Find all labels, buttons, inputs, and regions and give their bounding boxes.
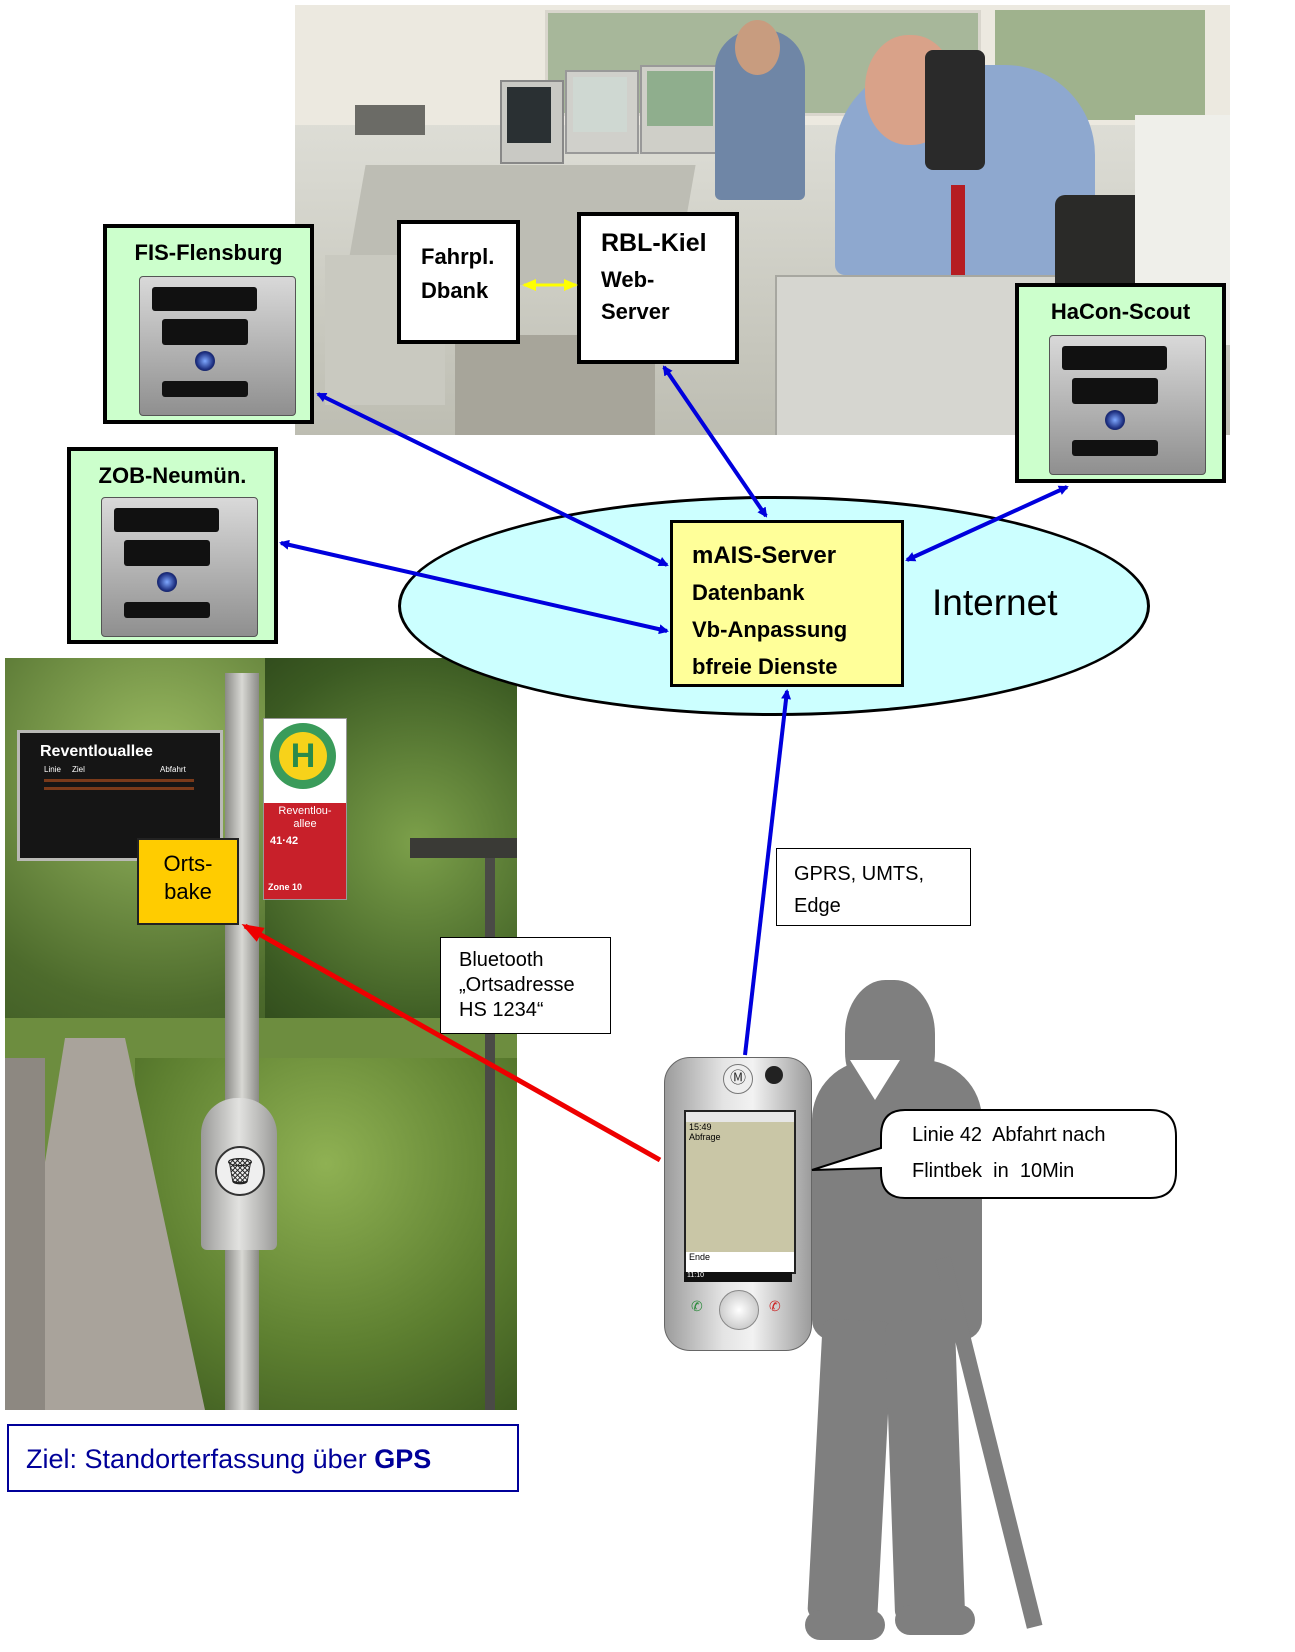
display-col-linie: Linie bbox=[44, 765, 61, 774]
departure-display: Reventlouallee Linie Ziel Abfahrt bbox=[17, 730, 223, 861]
call-icon[interactable]: ✆ bbox=[691, 1298, 703, 1314]
mais-line3: Vb-Anpassung bbox=[692, 617, 848, 642]
fahrplan-line2: Dbank bbox=[421, 278, 489, 303]
mais-line1: mAIS-Server bbox=[692, 542, 837, 569]
phone-dpad[interactable] bbox=[719, 1290, 759, 1330]
rbl-kiel-box: RBL-Kiel Web- Server bbox=[577, 212, 739, 364]
arrow-phone-ortsbake bbox=[241, 923, 662, 1163]
display-title: Reventlouallee bbox=[40, 743, 153, 760]
display-col-abfahrt: Abfahrt bbox=[160, 765, 186, 774]
bus-stop-sign: H Reventlou- allee 41·42 Zone 10 bbox=[263, 718, 347, 900]
stop-name-1: Reventlou- bbox=[278, 805, 332, 817]
fahrplan-db-box: Fahrpl. Dbank bbox=[397, 220, 520, 344]
mais-server-box: mAIS-Server Datenbank Vb-Anpassung bfrei… bbox=[670, 520, 904, 687]
arrow-hacon-mais bbox=[905, 485, 1069, 562]
goal-emphasis: GPS bbox=[374, 1444, 432, 1474]
server-zob-neumuenster: ZOB-Neumün. bbox=[67, 447, 278, 644]
mobile-phone: Ⓜ 15:49 Abfrage Ende 11:10 ✆ ✆ bbox=[664, 1057, 812, 1351]
bluetooth-line1: Bluetooth bbox=[459, 949, 544, 971]
phone-menu-item[interactable]: Abfrage bbox=[689, 1132, 721, 1142]
rbl-title: RBL-Kiel bbox=[601, 229, 707, 257]
arrow-flensburg-mais bbox=[316, 392, 669, 567]
bus-stop-photo: Reventlouallee Linie Ziel Abfahrt H Reve… bbox=[5, 658, 517, 1410]
server-fis-flensburg: FIS-Flensburg bbox=[103, 224, 314, 424]
ortsbake-line2: bake bbox=[164, 879, 212, 904]
stop-lines: 41·42 bbox=[270, 835, 299, 847]
bluetooth-line3: HS 1234“ bbox=[459, 999, 544, 1021]
phone-screen: 15:49 Abfrage Ende bbox=[684, 1110, 796, 1274]
internet-label: Internet bbox=[932, 582, 1058, 623]
rbl-line2: Server bbox=[601, 299, 670, 324]
bluetooth-label: Bluetooth „Ortsadresse HS 1234“ bbox=[440, 937, 611, 1034]
mais-line4: bfreie Dienste bbox=[692, 654, 838, 679]
phone-status-time: 11:10 bbox=[687, 1272, 704, 1279]
server-label-flensburg: FIS-Flensburg bbox=[134, 240, 283, 265]
server-label-hacon: HaCon-Scout bbox=[1050, 299, 1191, 324]
speech-line1: Linie 42 Abfahrt nach bbox=[912, 1124, 1106, 1146]
server-icon bbox=[1049, 335, 1206, 475]
trash-bin: 🗑 bbox=[201, 1098, 277, 1250]
camera-icon bbox=[765, 1066, 783, 1084]
arrow-neumuenster-mais bbox=[279, 539, 669, 635]
arrow-rbl-mais bbox=[662, 365, 768, 518]
fahrplan-line1: Fahrpl. bbox=[421, 244, 495, 269]
stop-zone: Zone 10 bbox=[268, 882, 303, 892]
hangup-icon[interactable]: ✆ bbox=[769, 1298, 781, 1314]
goal-prefix: Ziel: Standorterfassung über bbox=[26, 1444, 375, 1474]
display-col-ziel: Ziel bbox=[72, 765, 85, 774]
speech-line2: Flintbek in 10Min bbox=[912, 1160, 1075, 1182]
arrow-phone-mais bbox=[743, 689, 792, 1056]
server-icon bbox=[139, 276, 296, 416]
server-hacon-scout: HaCon-Scout bbox=[1015, 283, 1226, 483]
server-icon bbox=[101, 497, 258, 637]
gprs-label: GPRS, UMTS, Edge bbox=[776, 848, 971, 926]
goal-label: Ziel: Standorterfassung über GPS bbox=[7, 1424, 519, 1492]
motorola-logo-icon: Ⓜ bbox=[723, 1064, 753, 1094]
office-photo bbox=[295, 5, 1230, 435]
speech-bubble bbox=[811, 1109, 1177, 1199]
bluetooth-line2: „Ortsadresse bbox=[459, 974, 575, 996]
stop-name-2: allee bbox=[293, 818, 317, 830]
ortsbake-label: Orts- bake bbox=[137, 838, 239, 925]
server-label-neumuenster: ZOB-Neumün. bbox=[98, 463, 247, 488]
gprs-line1: GPRS, UMTS, bbox=[794, 863, 925, 885]
gprs-line2: Edge bbox=[794, 895, 841, 917]
bus-stop-h-logo: H bbox=[270, 723, 336, 789]
mais-line2: Datenbank bbox=[692, 580, 805, 605]
trash-icon: 🗑 bbox=[215, 1146, 265, 1196]
rbl-line1: Web- bbox=[601, 267, 655, 292]
phone-softkey-ende[interactable]: Ende bbox=[689, 1252, 711, 1262]
ortsbake-line1: Orts- bbox=[163, 851, 213, 876]
phone-time: 15:49 bbox=[689, 1122, 712, 1132]
